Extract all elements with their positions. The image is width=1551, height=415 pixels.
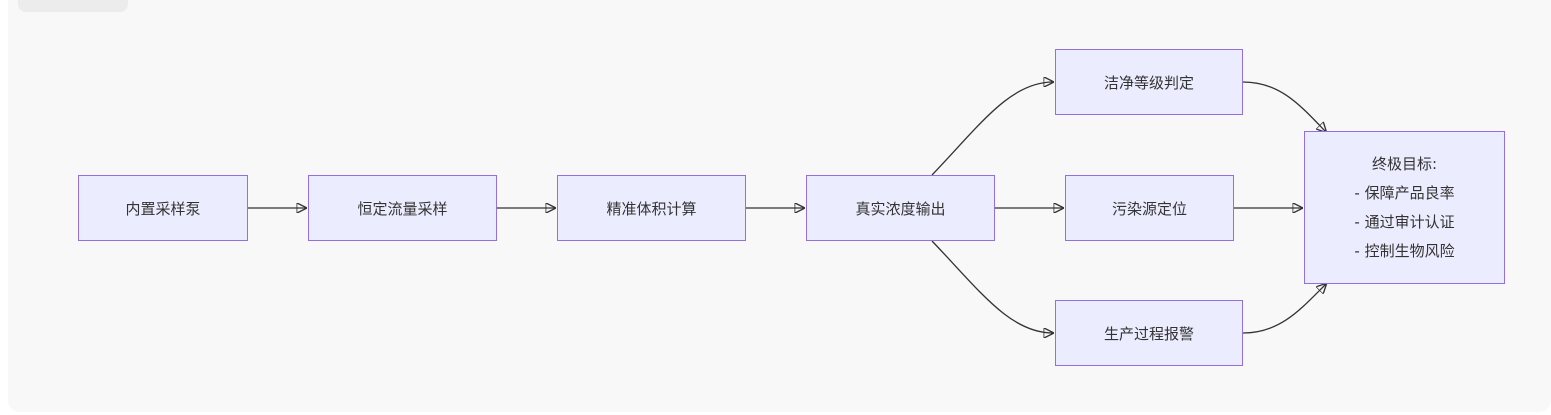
- node-grade: 洁净等级判定: [1055, 49, 1243, 115]
- goal-item: - 控制生物风险: [1354, 241, 1455, 260]
- edge-grade-goal: [1242, 81, 1326, 132]
- goal-item: - 通过审计认证: [1354, 212, 1455, 231]
- node-output: 真实浓度输出: [806, 175, 995, 241]
- edge-output-grade: [931, 82, 1053, 176]
- node-source: 污染源定位: [1065, 175, 1234, 241]
- goal-title: 终极目标:: [1371, 154, 1438, 173]
- node-alarm: 生产过程报警: [1055, 300, 1243, 366]
- goal-item: - 保障产品良率: [1354, 183, 1455, 202]
- node-pump: 内置采样泵: [78, 175, 248, 241]
- tab-stub: [18, 0, 128, 12]
- node-goal: 终极目标: - 保障产品良率 - 通过审计认证 - 控制生物风险: [1304, 131, 1505, 284]
- node-flow: 恒定流量采样: [308, 175, 497, 241]
- edge-output-alarm: [931, 240, 1053, 333]
- edge-alarm-goal: [1242, 284, 1326, 334]
- node-volume: 精准体积计算: [557, 175, 746, 241]
